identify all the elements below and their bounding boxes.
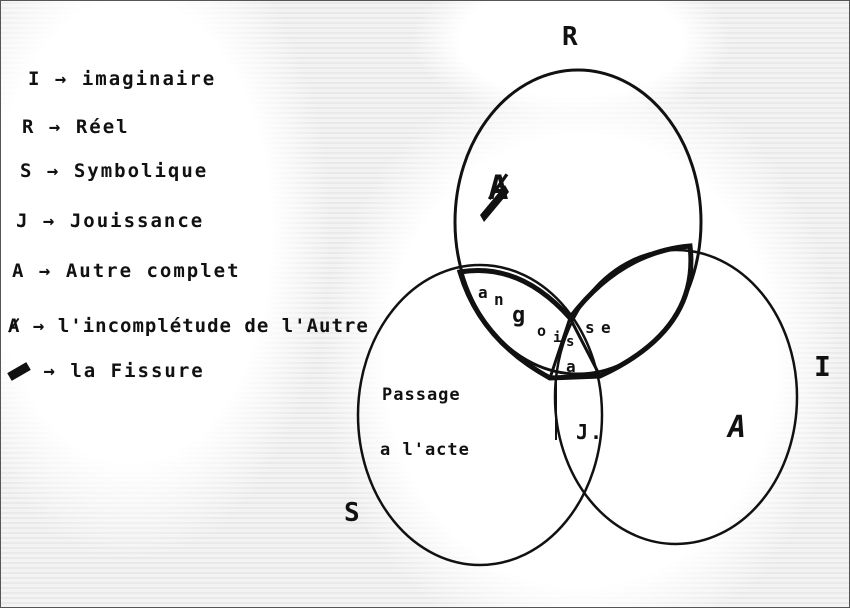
objet-a-label: a xyxy=(566,357,578,376)
legend-item-incompletude: Ⱥ → l'incomplétude de l'Autre xyxy=(8,315,369,337)
legend-key: A xyxy=(12,260,26,282)
arrow-icon: → xyxy=(54,68,69,90)
label-s: S xyxy=(344,498,362,528)
circle-reel xyxy=(453,68,703,376)
legend-label: l'incomplétude de l'Autre xyxy=(57,315,369,337)
angoisse-letter: o xyxy=(537,322,549,340)
arrow-icon: → xyxy=(32,315,46,337)
label-i: I xyxy=(814,350,833,383)
fissure-outline xyxy=(456,243,694,381)
angoisse-letter: i xyxy=(553,330,564,346)
arrow-icon: → xyxy=(46,160,61,182)
arrow-icon: → xyxy=(38,260,53,282)
legend-label: Réel xyxy=(75,116,130,138)
legend-item-imaginaire: I → imaginaire xyxy=(28,68,216,90)
legend-item-fissure: → la Fissure xyxy=(7,360,205,382)
angoisse-letter: n xyxy=(494,290,506,309)
angoisse-letter: g xyxy=(512,303,528,328)
legend-key: I xyxy=(28,68,42,90)
legend-key: S xyxy=(20,160,34,182)
arrow-icon: → xyxy=(42,210,57,232)
legend-key: R xyxy=(22,116,36,138)
angoisse-letter: a xyxy=(478,283,490,302)
legend-label: la Fissure xyxy=(70,360,205,382)
legend-label: Symbolique xyxy=(73,160,209,182)
arrow-icon: → xyxy=(48,116,63,138)
passage-label-line1: Passage xyxy=(382,385,461,405)
legend-item-autre-complet: A → Autre complet xyxy=(12,260,241,282)
fissure-mark-icon xyxy=(480,185,509,222)
center-triangle xyxy=(547,314,603,380)
legend-label: Jouissance xyxy=(69,210,205,232)
angoisse-letter: s xyxy=(585,318,597,337)
legend-item-jouissance: J → Jouissance xyxy=(16,210,204,232)
angoisse-letter: s xyxy=(566,334,577,350)
label-r: R xyxy=(562,22,580,52)
angoisse-letter: e xyxy=(601,318,613,337)
legend-label: Autre complet xyxy=(65,260,241,282)
arrow-icon: → xyxy=(43,360,57,382)
legend-item-symbolique: S → Symbolique xyxy=(20,160,208,182)
legend-label: imaginaire xyxy=(81,68,217,90)
passage-label-line2: a l'acte xyxy=(380,440,470,460)
barred-other-label: Ⱥ xyxy=(488,168,511,208)
legend-key: J xyxy=(16,210,30,232)
legend-item-reel: R → Réel xyxy=(22,116,130,138)
jouissance-label: J. xyxy=(576,420,605,444)
other-label: A xyxy=(728,410,749,445)
legend-key: Ⱥ xyxy=(8,315,21,337)
circle-symbolique xyxy=(356,263,604,567)
